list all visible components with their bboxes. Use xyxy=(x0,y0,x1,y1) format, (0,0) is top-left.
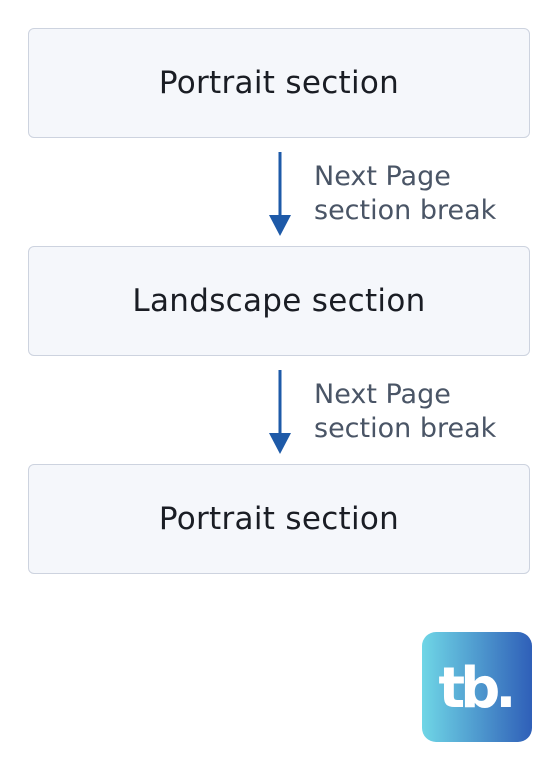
portrait-section-box-top: Portrait section xyxy=(28,28,530,138)
section-break-label: Next Page section break xyxy=(314,378,496,446)
section-label: Landscape section xyxy=(132,283,426,319)
logo-text: tb. xyxy=(438,656,511,721)
tb-logo-icon: tb. xyxy=(422,632,532,742)
portrait-section-box-bottom: Portrait section xyxy=(28,464,530,574)
section-label: Portrait section xyxy=(158,501,400,537)
tb-logo: tb. xyxy=(422,632,532,742)
section-break-label: Next Page section break xyxy=(314,160,496,228)
break-label-line2: section break xyxy=(314,413,497,444)
break-label-line1: Next Page xyxy=(314,379,451,410)
section-break-connector: Next Page section break xyxy=(0,148,560,238)
down-arrow-icon xyxy=(269,370,291,454)
break-label-line2: section break xyxy=(314,195,497,226)
landscape-section-box: Landscape section xyxy=(28,246,530,356)
section-label: Portrait section xyxy=(158,65,400,101)
down-arrow-icon xyxy=(269,152,291,236)
break-label-line1: Next Page xyxy=(314,161,451,192)
section-break-connector: Next Page section break xyxy=(0,366,560,456)
